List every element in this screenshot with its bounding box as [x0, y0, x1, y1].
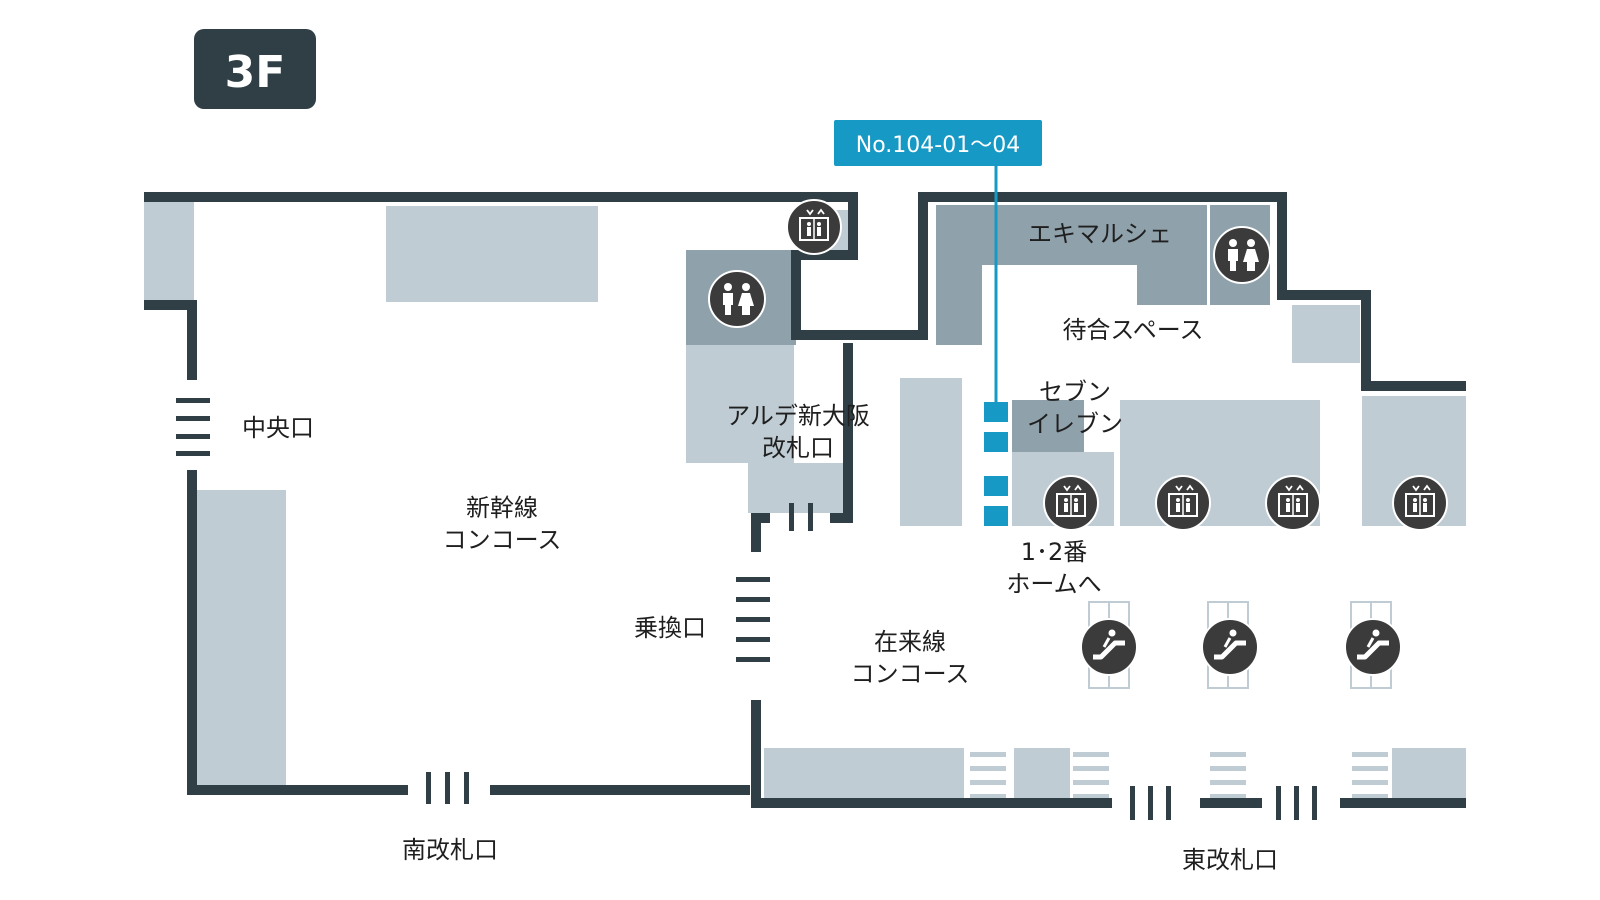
block-right-small — [1292, 305, 1360, 363]
target-shop-04[interactable] — [984, 506, 1008, 526]
block-seven-eleven — [1012, 400, 1084, 452]
floor-badge: 3F — [194, 29, 316, 109]
alde-gate-line1: アルデ新大阪 — [726, 402, 870, 430]
shops-and-facilities — [144, 202, 1466, 800]
seven-eleven-line1: セブン — [1039, 378, 1111, 406]
block-alde — [686, 345, 794, 463]
platform-line1: 1･2番 — [1021, 538, 1088, 566]
east-gate-label: 東改札口 — [1182, 846, 1278, 874]
elevator-icon[interactable] — [786, 199, 842, 255]
shop-number-tag[interactable]: No.104-01～04 — [834, 120, 1042, 166]
target-shop-markers[interactable] — [984, 402, 1008, 526]
block-ekimarche — [982, 205, 1207, 265]
escalator-icon[interactable] — [1345, 619, 1401, 675]
restroom-icon[interactable] — [708, 270, 766, 328]
restroom-icon[interactable] — [1213, 226, 1271, 284]
block-top-left — [144, 202, 194, 300]
block-bottom-mid — [1014, 748, 1070, 800]
walls — [144, 192, 1466, 808]
floor-label: 3F — [225, 47, 286, 98]
zairaisen-concourse-line1: 在来線 — [874, 628, 946, 656]
block-alde-lower — [748, 463, 846, 513]
elevator-icon[interactable] — [1392, 475, 1448, 531]
escalator-icon[interactable] — [1202, 619, 1258, 675]
target-shop-02[interactable] — [984, 432, 1008, 452]
block-bottom-left — [764, 748, 964, 800]
block-top-center — [386, 206, 598, 302]
block-center-pillar — [900, 378, 962, 526]
central-exit-label: 中央口 — [242, 414, 314, 442]
elevator-icon[interactable] — [1265, 475, 1321, 531]
shinkansen-concourse-line2: コンコース — [443, 526, 562, 554]
stairs — [970, 477, 1388, 799]
alde-gate-line2: 改札口 — [762, 434, 834, 462]
block-left-tall — [197, 490, 286, 786]
block-ekimarche-right — [1137, 265, 1207, 305]
entrance-markers — [176, 398, 1317, 820]
seven-eleven-line2: イレブン — [1027, 410, 1123, 438]
zairaisen-concourse-line2: コンコース — [851, 660, 970, 688]
shop-number-label: No.104-01～04 — [856, 133, 1020, 158]
shinkansen-concourse-line1: 新幹線 — [466, 494, 538, 522]
waiting-space-label: 待合スペース — [1062, 316, 1203, 344]
block-ekimarche-left — [936, 205, 982, 345]
elevator-icon[interactable] — [1043, 475, 1099, 531]
ekimarche-label: エキマルシェ — [1028, 220, 1172, 248]
block-bottom-right — [1392, 748, 1466, 800]
platform-line2: ホームへ — [1006, 570, 1101, 598]
south-gate-label: 南改札口 — [402, 836, 498, 864]
transfer-exit-label: 乗換口 — [634, 614, 706, 642]
target-shop-03[interactable] — [984, 476, 1008, 496]
elevator-icon[interactable] — [1155, 475, 1211, 531]
target-shop-01[interactable] — [984, 402, 1008, 422]
escalator-icon[interactable] — [1081, 619, 1137, 675]
